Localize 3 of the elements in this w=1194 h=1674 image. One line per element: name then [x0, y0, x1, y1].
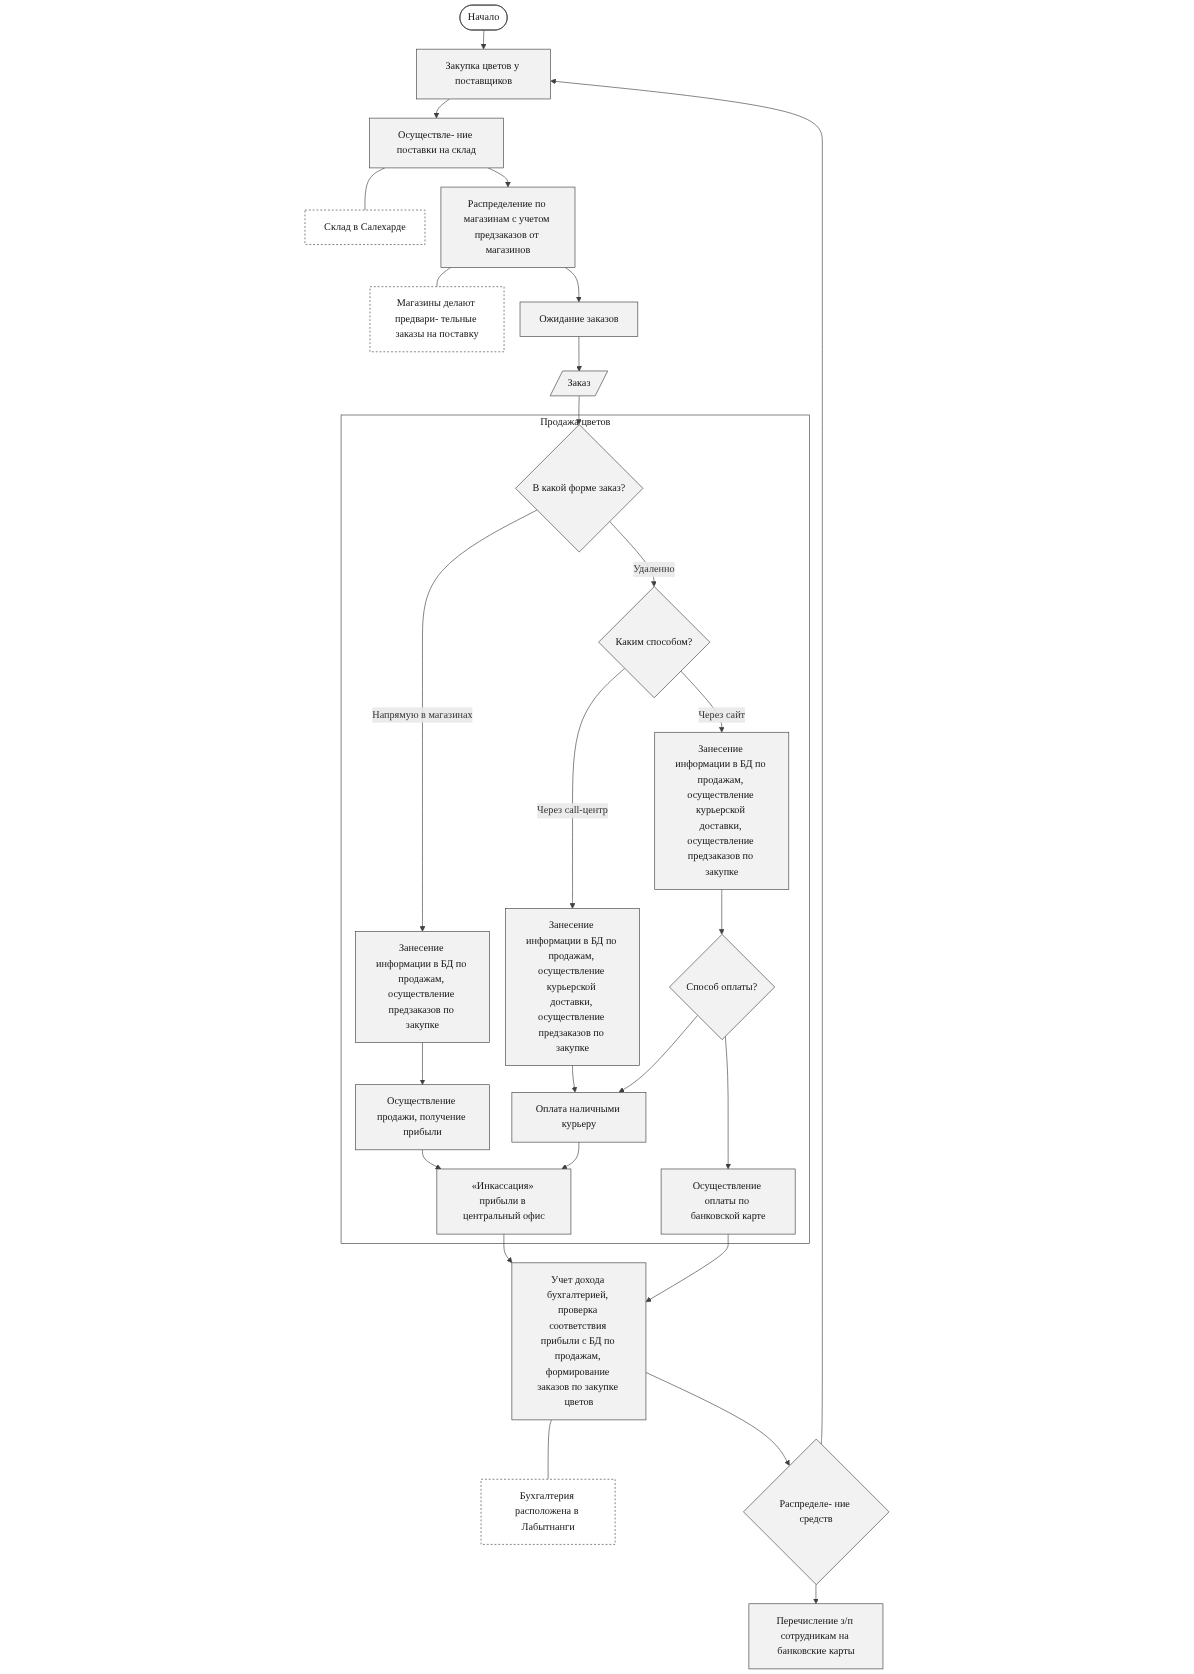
- connector: [364, 167, 386, 211]
- connector: [547, 1419, 552, 1480]
- connector: [436, 267, 451, 287]
